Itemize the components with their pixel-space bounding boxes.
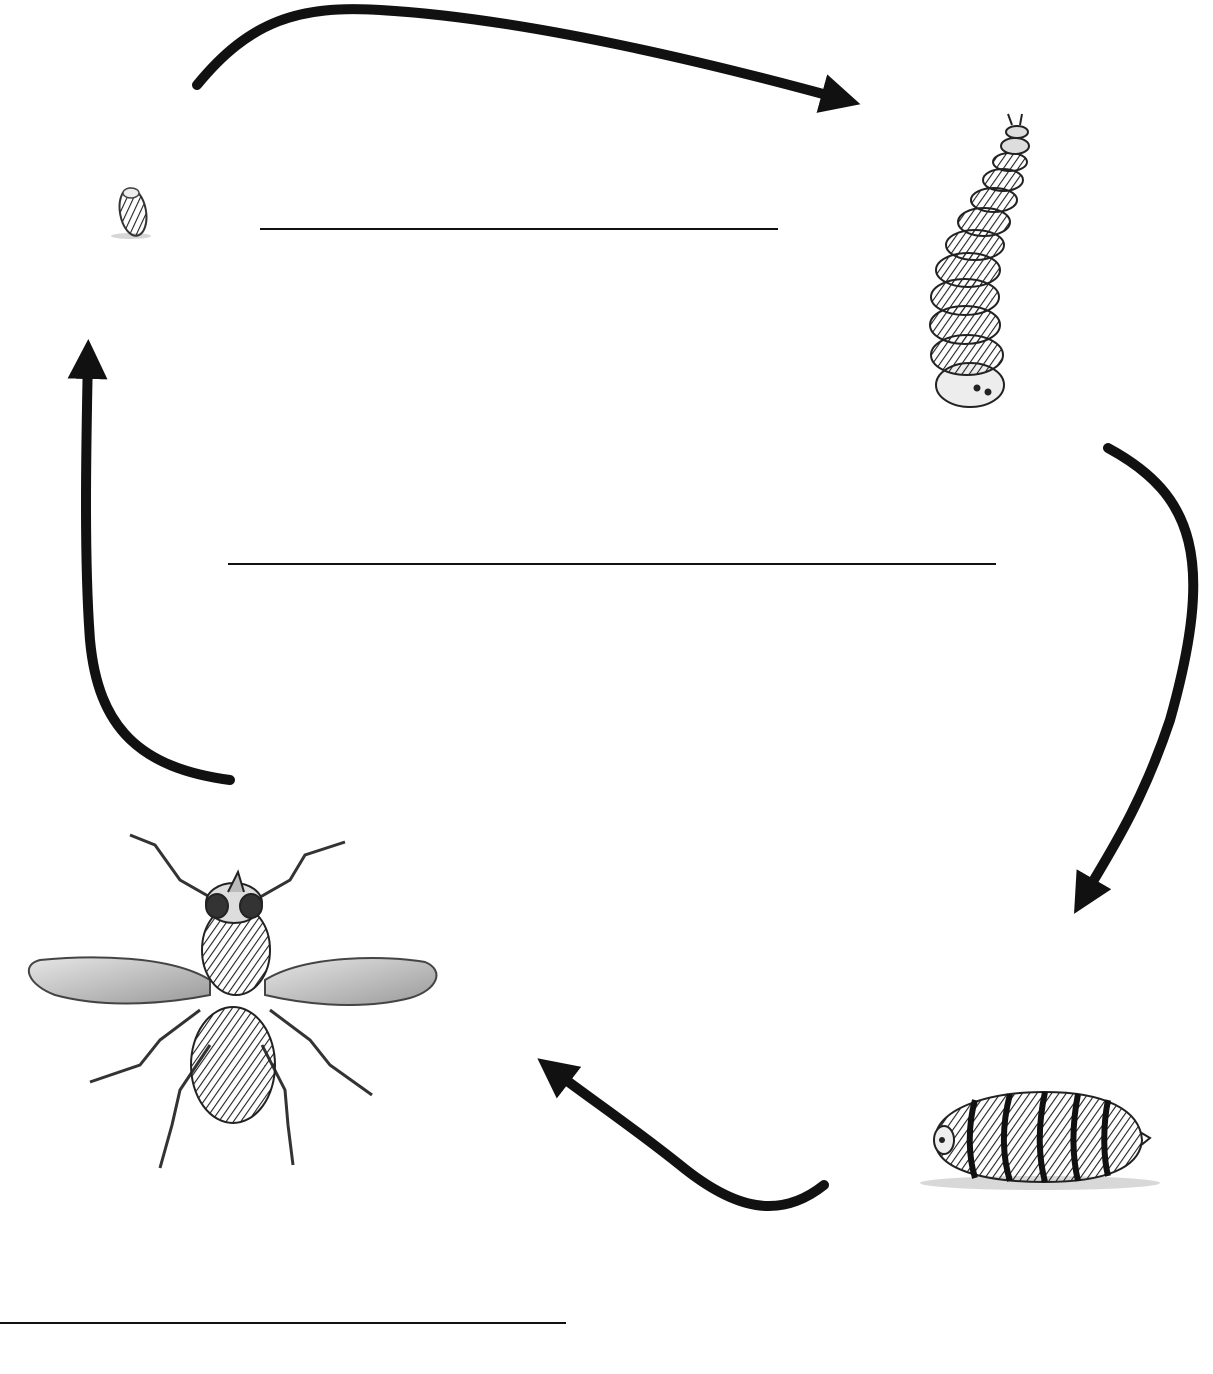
pupa-icon xyxy=(920,1092,1160,1190)
larva-icon xyxy=(930,114,1029,407)
arrow-adult-to-egg xyxy=(86,355,230,780)
egg-icon xyxy=(111,186,151,239)
arrow-pupa-to-adult xyxy=(550,1068,824,1206)
arrow-egg-to-larva xyxy=(197,9,845,100)
adult-fly-icon xyxy=(29,835,437,1168)
answer-blank-3[interactable] xyxy=(0,1322,566,1324)
answer-blank-1[interactable] xyxy=(260,228,778,230)
answer-blank-2[interactable] xyxy=(228,563,996,565)
arrow-larva-to-pupa xyxy=(1082,448,1193,900)
